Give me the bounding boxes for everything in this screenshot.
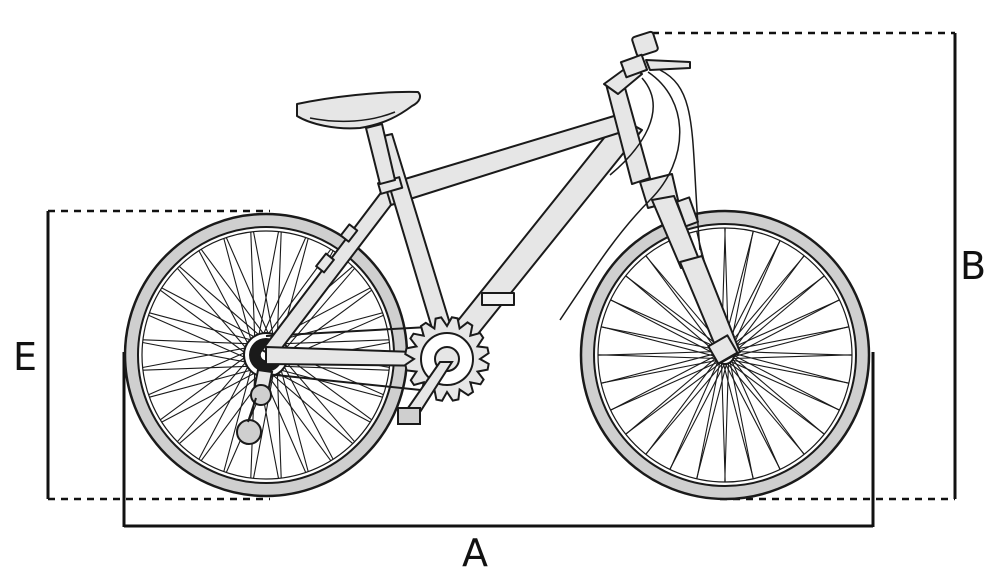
fork-dropout: [707, 334, 739, 365]
fork-lower: [679, 255, 741, 363]
spoke: [161, 287, 259, 340]
spoke: [731, 359, 849, 384]
saddle: [296, 90, 421, 130]
spoke: [148, 314, 249, 360]
rear-wheel: [123, 212, 409, 498]
spoke: [142, 341, 250, 364]
spoke: [722, 362, 754, 479]
drivetrain: [236, 316, 490, 445]
spoke: [277, 312, 383, 342]
spoke: [159, 289, 249, 356]
spoke: [597, 350, 718, 356]
spoke: [198, 250, 251, 348]
spoke: [696, 361, 721, 479]
dim-label-a: A: [462, 531, 488, 575]
spoke: [724, 362, 781, 470]
frame: [261, 76, 651, 367]
spoke: [720, 362, 726, 483]
spoke: [273, 370, 371, 423]
spoke: [610, 354, 718, 411]
cockpit: [559, 30, 701, 321]
spoke: [142, 339, 252, 345]
spoke: [277, 368, 383, 398]
dim-label-b: B: [960, 244, 986, 288]
spoke: [732, 275, 825, 354]
spoke: [142, 346, 250, 369]
spoke: [269, 372, 354, 445]
spoke: [669, 359, 720, 470]
spoke: [601, 326, 719, 351]
spoke: [261, 237, 307, 338]
spoke: [265, 372, 332, 462]
pedal: [397, 407, 421, 425]
derailleur-jockey-wheel: [236, 419, 262, 445]
spoke: [732, 299, 840, 356]
spoke: [178, 372, 263, 445]
spoke: [729, 231, 754, 349]
cable-guide: [481, 292, 515, 306]
spoke: [250, 231, 256, 341]
spoke: [257, 231, 280, 339]
spoke: [281, 362, 334, 460]
spoke: [225, 237, 271, 338]
spoke: [726, 362, 805, 455]
spoke: [159, 354, 249, 421]
spoke: [283, 267, 356, 352]
spoke: [283, 354, 373, 421]
spoke: [252, 371, 275, 479]
spoke: [645, 358, 719, 455]
spoke: [161, 370, 259, 423]
spoke: [142, 365, 252, 371]
spoke: [731, 255, 805, 352]
saddle-assembly: [296, 90, 421, 185]
spoke: [276, 231, 282, 341]
dimension-lines: [46, 31, 957, 528]
spoke: [223, 366, 253, 472]
spoke: [176, 358, 249, 443]
spoke: [276, 369, 282, 479]
spoke: [178, 265, 263, 338]
spoke: [198, 362, 251, 460]
spoke: [728, 361, 825, 435]
spoke: [280, 365, 390, 371]
handlebar-grip: [631, 30, 659, 58]
seatpost: [365, 123, 396, 185]
spoke: [252, 231, 275, 339]
rear-wheel-spokes: [142, 231, 390, 479]
spoke: [176, 267, 249, 352]
spoke: [732, 354, 853, 360]
brake-lever: [645, 59, 691, 71]
chain: [265, 325, 448, 393]
spoke: [283, 289, 373, 356]
spoke: [279, 366, 309, 472]
spoke: [730, 240, 781, 351]
spoke: [625, 356, 718, 435]
spoke: [149, 368, 255, 398]
spoke: [610, 299, 721, 350]
spoke: [148, 350, 249, 396]
spoke: [280, 339, 390, 345]
spoke: [601, 352, 718, 384]
spoke: [729, 360, 840, 411]
spoke: [732, 326, 849, 358]
spoke: [283, 358, 356, 443]
spoke: [223, 238, 253, 344]
dim-label-e: E: [13, 335, 37, 379]
spoke: [149, 312, 255, 342]
spoke: [200, 248, 267, 338]
spoke: [625, 275, 722, 349]
